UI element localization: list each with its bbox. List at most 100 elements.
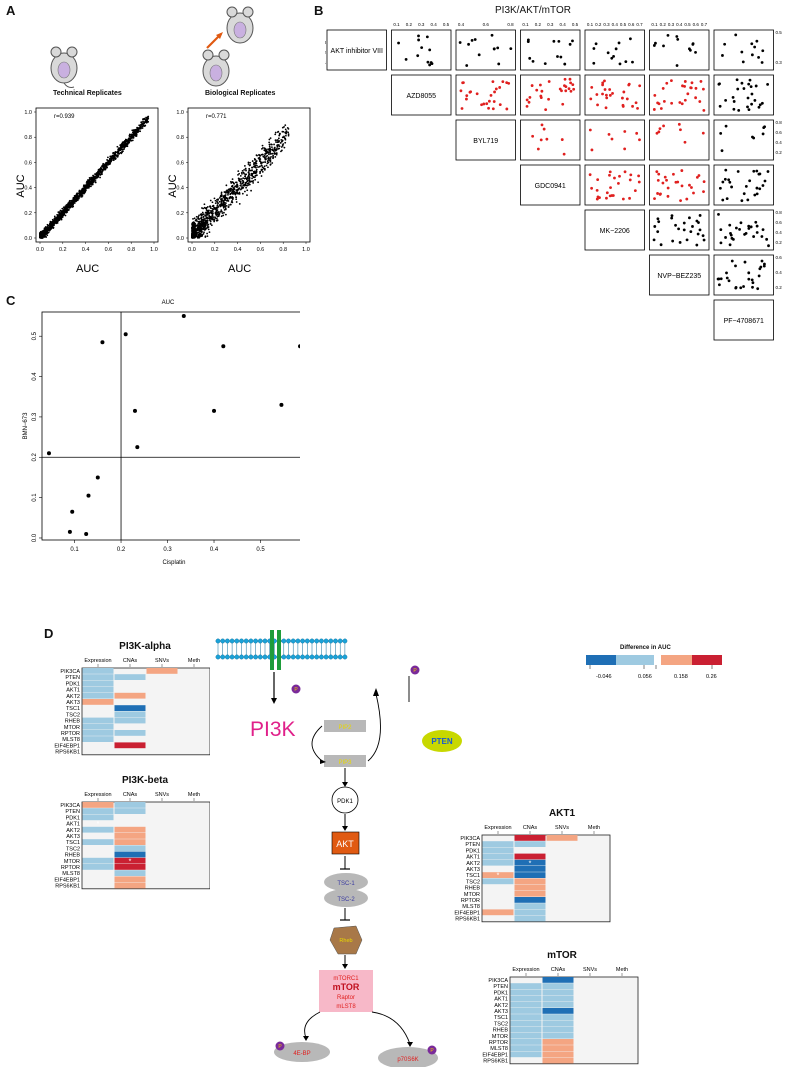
pairs-point (594, 42, 598, 46)
auc-point (253, 163, 255, 166)
gene-label: MTOR (492, 1034, 508, 1040)
auc-point (224, 191, 227, 194)
pairs-point (761, 184, 765, 187)
pairs-point (766, 170, 770, 173)
auc-point (211, 207, 214, 210)
gene-label: RPS6KB1 (455, 917, 480, 923)
auc-point (275, 149, 278, 152)
pairs-point (748, 78, 752, 82)
panel-b-letter: B (314, 3, 324, 18)
auc-point (246, 189, 249, 192)
auc-point (246, 194, 248, 197)
auc-point (144, 124, 147, 127)
auc-point (71, 204, 74, 207)
auc-point (197, 233, 200, 236)
pairs-point (634, 101, 638, 105)
tsc2-node (324, 889, 368, 907)
auc-point (235, 191, 238, 194)
auc-point (284, 141, 287, 144)
heatmap-cell (114, 845, 146, 852)
auc-point (202, 216, 205, 218)
auc-point (216, 219, 219, 222)
auc-point (229, 180, 232, 183)
pairs-point (605, 191, 609, 195)
top-tick-label: 0.4 (430, 22, 437, 27)
pairs-point (683, 98, 687, 102)
pairs-point (460, 107, 464, 110)
auc-point (93, 175, 96, 178)
heatmap-cell (542, 1045, 574, 1051)
heatmap-cell (114, 674, 146, 680)
auc-point (77, 196, 80, 199)
pairs-point (608, 170, 612, 174)
right-tick-label: 0.5 (776, 30, 783, 35)
pairs-point (490, 33, 494, 37)
panel-a-letter: A (6, 3, 16, 18)
heatmap-cell (114, 839, 146, 845)
gene-label: PTEN (493, 984, 508, 990)
data-point (86, 493, 91, 498)
heatmap-cell (514, 859, 546, 866)
top-tick-label: 0.3 (418, 22, 425, 27)
pairs-point (430, 62, 434, 66)
auc-point (284, 138, 287, 141)
auc-point (241, 192, 244, 195)
top-tick-label: 0.4 (458, 22, 465, 27)
auc-point (254, 166, 256, 169)
auc-point (230, 185, 233, 188)
auc-point (261, 153, 264, 156)
auc-point (240, 178, 243, 180)
auc-point (268, 153, 270, 156)
pairs-point (397, 41, 400, 45)
pairs-point (675, 35, 679, 38)
auc-point (274, 156, 277, 158)
heatmap-column-label: Meth (188, 792, 200, 798)
auc-point (52, 221, 54, 224)
pairs-point (763, 179, 767, 183)
auc-point (223, 203, 226, 206)
pairs-point (734, 33, 738, 37)
heatmap-cell (114, 826, 146, 833)
auc-point (280, 149, 283, 152)
heatmap-cell (542, 1039, 574, 1045)
pairs-point (590, 85, 594, 89)
auc-point (99, 176, 101, 179)
auc-point (211, 201, 214, 204)
pairs-point (752, 136, 756, 140)
auc-point (143, 117, 146, 120)
auc-point (78, 191, 81, 193)
auc-point (217, 211, 219, 214)
auc-point (220, 210, 223, 213)
auc-point (247, 161, 250, 164)
heatmap-cell (510, 1032, 542, 1039)
pairs-point (694, 51, 697, 54)
auc-point (273, 148, 276, 151)
auc-point (112, 154, 115, 157)
drug-label: BYL719 (473, 138, 498, 145)
legend-tick: 0.158 (674, 674, 688, 680)
auc-point (128, 134, 131, 137)
pairs-point (461, 81, 465, 85)
heatmap-cell (542, 1026, 574, 1033)
pairs-point (698, 100, 702, 103)
top-tick-label: 0.4 (559, 22, 566, 27)
gene-label: MLST8 (490, 1046, 508, 1052)
gene-label: RPS6KB1 (55, 884, 80, 890)
auc-point (138, 127, 140, 130)
auc-point (221, 212, 224, 215)
auc-point (220, 191, 223, 194)
top-tick-label: 0.4 (676, 22, 683, 27)
heatmap-cell (114, 730, 146, 736)
heatmap-cell (514, 897, 546, 903)
auc-point (62, 206, 65, 209)
rheb-node (329, 925, 363, 955)
auc-point (220, 215, 223, 218)
auc-point (235, 186, 238, 189)
auc-point (276, 145, 279, 147)
auc-point (103, 168, 106, 171)
auc-point (269, 152, 272, 155)
right-tick-label: 0.8 (776, 210, 783, 215)
auc-point (274, 133, 277, 136)
auc-point (56, 213, 59, 216)
